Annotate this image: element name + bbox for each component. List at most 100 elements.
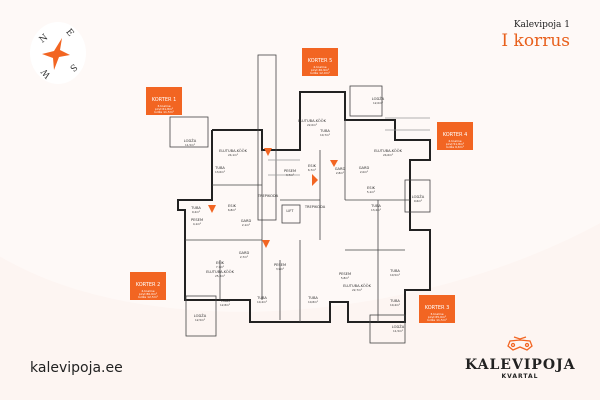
room-area: 11,5m² (392, 328, 404, 333)
entrance-markers (208, 148, 338, 248)
room-area: 25,3m² (214, 273, 226, 278)
room-area: 6,8m² (227, 207, 237, 212)
room-name: PESEM (283, 169, 297, 173)
loggia-k4 (404, 179, 431, 213)
room-area: 24,1m² (227, 152, 239, 157)
room-name: LODŽA (411, 195, 425, 199)
room-area: 5,8m² (340, 275, 350, 280)
room-label: TREPIKODA (301, 205, 329, 210)
website-link[interactable]: kalevipoja.ee (30, 360, 123, 376)
apartment-rooms: 4-toaline (141, 288, 155, 293)
room-name: ESIK (308, 164, 316, 168)
room-area: 22,0m² (306, 122, 318, 127)
logo-subtitle: KVARTAL (501, 373, 539, 380)
loggia-k1 (169, 116, 209, 148)
room-name: ESIK (367, 186, 375, 190)
room-name: TUBA (257, 296, 267, 300)
room-area: 10,4m² (389, 302, 401, 307)
apartment-label-k3[interactable]: KORTER 3 3-toaline pind 65,0m² lodža 11,… (419, 295, 455, 324)
brand-logo: KALEVIPOJA KVARTAL (465, 335, 575, 380)
room-name: LIFT (286, 209, 294, 213)
room-name: TUBA (390, 269, 400, 273)
address: Kalevipoja 1 (513, 20, 570, 30)
room-label: TREPIKODA (254, 194, 282, 199)
room-area: 24,6m² (382, 152, 394, 157)
room-name: TUBA (191, 206, 201, 210)
room-name: ELUTUBA-KÖÖK (298, 119, 326, 123)
room-name: TUBA (308, 296, 318, 300)
room-area: 2,1m² (241, 222, 251, 227)
logo-name: KALEVIPOJA (465, 357, 576, 373)
room-name: TREPIKODA (257, 194, 279, 198)
apartment-label-k1[interactable]: KORTER 1 3-toaline pind 61,8m² lodža 11,… (146, 87, 182, 116)
apartment-loggia: lodža 12,0m² (310, 71, 330, 76)
room-area: 13,6m² (214, 169, 226, 174)
apartment-area: pind 51,8m² (445, 141, 465, 146)
room-name: ELUTUBA-KÖÖK (219, 149, 247, 153)
compass-star-icon (42, 38, 70, 70)
room-name: GARD (334, 167, 346, 171)
room-area: 22,7m² (351, 287, 363, 292)
apartment-loggia: lodža 9,6m² (446, 145, 464, 150)
room-name: GARD (240, 219, 252, 223)
apartment-area: pind 61,8m² (154, 106, 174, 111)
room-name: PESEM (338, 272, 352, 276)
apartment-area: pind 65,0m² (427, 314, 447, 319)
room-area: 10,8m² (307, 299, 319, 304)
apartment-title: KORTER 2 (135, 282, 161, 288)
room-label: LIFT (276, 209, 304, 214)
room-area: 13,4m² (370, 207, 382, 212)
apartment-label-k4[interactable]: KORTER 4 2-toaline pind 51,8m² lodža 9,6… (437, 122, 473, 151)
apartment-loggia: lodža 11,5m² (427, 318, 447, 323)
apartment-label-k5[interactable]: KORTER 5 2-toaline pind 40,9m² lodža 12,… (302, 48, 338, 77)
room-name: TUBA (390, 299, 400, 303)
room-area: 9,6m² (413, 198, 423, 203)
room-area: 12,0m² (372, 100, 384, 105)
room-area: 12,5m² (194, 317, 206, 322)
chimney-shaft (257, 54, 277, 221)
apartment-loggia: lodža 12,5m² (138, 295, 158, 300)
room-name: ELUTUBA-KÖÖK (206, 270, 234, 274)
apartment-area: pind 40,9m² (310, 67, 330, 72)
room-area: 5,1m² (366, 189, 376, 194)
apartment-title: KORTER 5 (307, 58, 333, 64)
apartment-loggia: lodža 11,5m² (154, 110, 174, 115)
apartment-label-k2[interactable]: KORTER 2 4-toaline pind 80,0m² lodža 12,… (130, 272, 166, 301)
apartment-title: KORTER 4 (442, 132, 468, 138)
room-name: TREPIKODA (304, 205, 326, 209)
room-name: ELUTUBA-KÖÖK (374, 149, 402, 153)
loggia-k3 (369, 314, 406, 344)
loggia-k2 (185, 295, 217, 337)
room-name: ELUTUBA-KÖÖK (343, 284, 371, 288)
room-area: 9,2m² (191, 209, 201, 214)
room-name: GARD (358, 166, 370, 170)
room-name: ESIK (228, 204, 236, 208)
room-name: TUBA (215, 166, 225, 170)
